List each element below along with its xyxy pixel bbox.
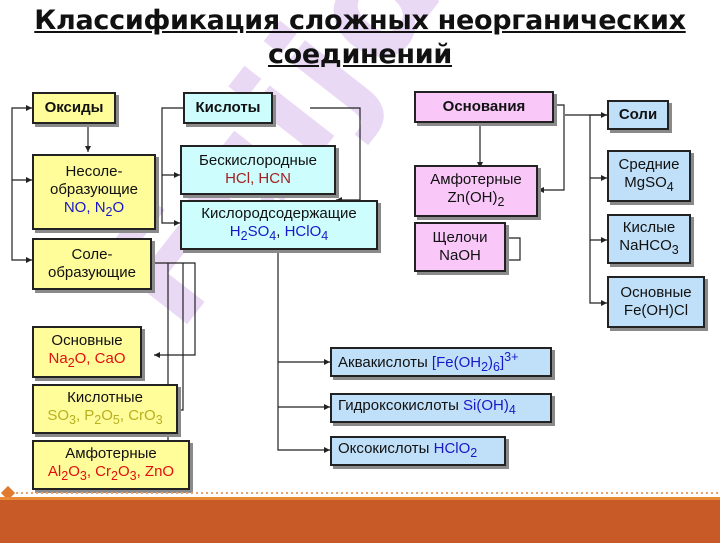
nonsalt-oxides-box: Несоле- образующие NO, N2O [32,154,156,230]
alkali-box: Щелочи NaOH [414,222,506,272]
oxygen-acids-example: H2SO4, HClO4 [229,223,329,243]
basic-oxides-box: Основные Na2O, CaO [32,326,142,378]
basic-oxides-label: Основные [51,332,123,349]
salt-forming-label-2: образующие [48,264,136,281]
footer-bar [0,497,720,543]
nonsalt-label-2: образующие [50,181,138,198]
middle-salts-label: Средние [618,156,680,173]
acidic-oxides-label: Кислотные [67,389,143,406]
acids-header: Кислоты [183,92,273,124]
aqua-acids-text: Аквакислоты [Fe(OH2)6]3+ [338,350,519,374]
basic-salts-example: Fe(OH)Cl [623,302,689,319]
amphoteric-oxides-box: Амфотерные Al2O3, Cr2O3, ZnO [32,440,190,490]
amphoteric-bases-example: Zn(OH)2 [447,189,505,209]
page-title: Классификация сложных неорганических сое… [34,5,686,70]
acidic-oxides-example: SO3, P2O5, CrO3 [47,407,163,427]
amphoteric-bases-label: Амфотерные [430,171,522,188]
acid-salts-box: Кислые NaHCO3 [607,214,691,264]
acid-salts-label: Кислые [622,219,676,236]
salt-forming-label-1: Соле- [71,246,113,263]
aqua-acids-box: Аквакислоты [Fe(OH2)6]3+ [330,347,552,377]
alkali-example: NaOH [439,247,481,264]
oxo-acids-text: Оксокислоты HClO2 [338,440,478,460]
amphoteric-oxides-label: Амфотерные [65,445,157,462]
hydroxo-acids-box: Гидроксокислоты Si(OH)4 [330,393,552,423]
oxygen-free-acids-box: Бескислородные HCl, HCN [180,145,336,195]
oxides-header: Оксиды [32,92,116,124]
middle-salts-example: MgSO4 [624,174,674,194]
oxygen-free-acids-label: Бескислородные [199,152,317,169]
oxides-header-label: Оксиды [44,99,104,116]
salts-header-label: Соли [618,106,658,123]
basic-salts-label: Основные [620,284,692,301]
bases-header: Основания [414,91,554,123]
alkali-label: Щелочи [432,229,488,246]
acids-header-label: Кислоты [195,99,261,116]
basic-oxides-example: Na2O, CaO [48,350,126,370]
nonsalt-label-1: Несоле- [65,163,123,180]
acidic-oxides-box: Кислотные SO3, P2O5, CrO3 [32,384,178,434]
acid-salts-example: NaHCO3 [619,237,679,257]
amphoteric-oxides-example: Al2O3, Cr2O3, ZnO [47,463,175,483]
amphoteric-bases-box: Амфотерные Zn(OH)2 [414,165,538,217]
oxygen-acids-label: Кислородсодержащие [201,205,357,222]
nonsalt-example: NO, N2O [63,199,125,219]
salt-forming-oxides-box: Соле- образующие [32,238,152,290]
salts-header: Соли [607,100,669,130]
bases-header-label: Основания [442,98,526,115]
oxygen-free-acids-example: HCl, HCN [225,170,291,187]
middle-salts-box: Средние MgSO4 [607,150,691,202]
hydroxo-acids-text: Гидроксокислоты Si(OH)4 [338,397,516,417]
oxo-acids-box: Оксокислоты HClO2 [330,436,506,466]
basic-salts-box: Основные Fe(OH)Cl [607,276,705,328]
oxygen-acids-box: Кислородсодержащие H2SO4, HClO4 [180,200,378,250]
footer-dotted-line [16,492,720,494]
